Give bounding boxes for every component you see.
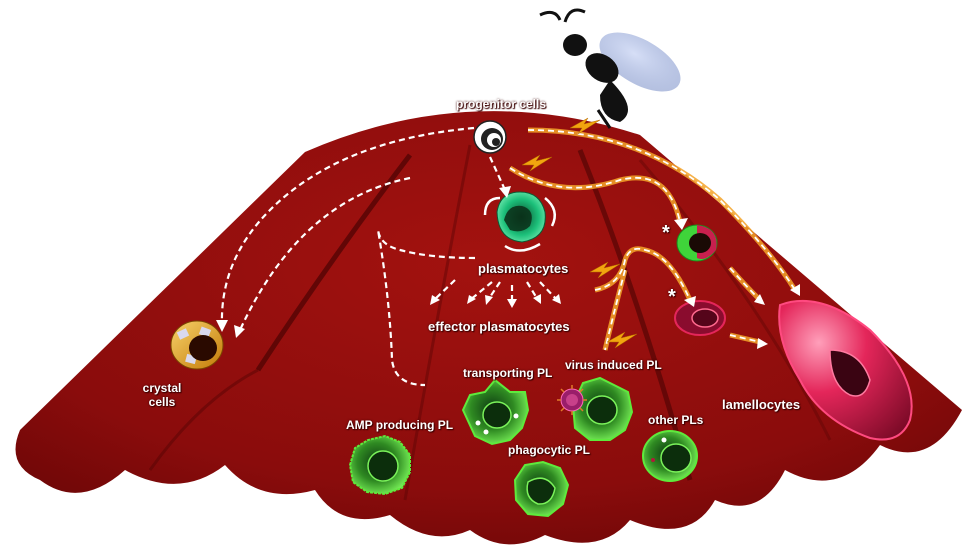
other-pl-cell	[643, 431, 697, 481]
crystal-cells-label: crystal cells	[136, 381, 188, 409]
virus-induced-pl-label: virus induced PL	[565, 358, 662, 372]
crystal-label-line1: crystal	[136, 381, 188, 395]
progenitor-cell	[474, 121, 506, 153]
transporting-pl-label: transporting PL	[463, 366, 552, 380]
crystal-label-line2: cells	[136, 395, 188, 409]
progenitor-label: progenitor cells	[456, 97, 546, 111]
lamellocyte-precursor-cell	[677, 225, 717, 261]
intermediate-lamellocyte-cell	[675, 301, 725, 335]
lamellocytes-label: lamellocytes	[722, 398, 800, 412]
effector-plasmatocytes-label: effector plasmatocytes	[428, 320, 570, 334]
plasmatocytes-label: plasmatocytes	[478, 262, 568, 276]
wasp-icon	[540, 10, 690, 128]
asterisk-label: *	[662, 226, 670, 240]
crystal-cell	[171, 321, 223, 369]
amp-producing-pl-cell	[350, 436, 410, 494]
asterisk-label: *	[668, 290, 676, 304]
amp-producing-pl-label: AMP producing PL	[346, 418, 453, 432]
other-pls-label: other PLs	[648, 413, 703, 427]
phagocytic-pl-label: phagocytic PL	[508, 443, 590, 457]
virus-icon	[557, 385, 587, 415]
